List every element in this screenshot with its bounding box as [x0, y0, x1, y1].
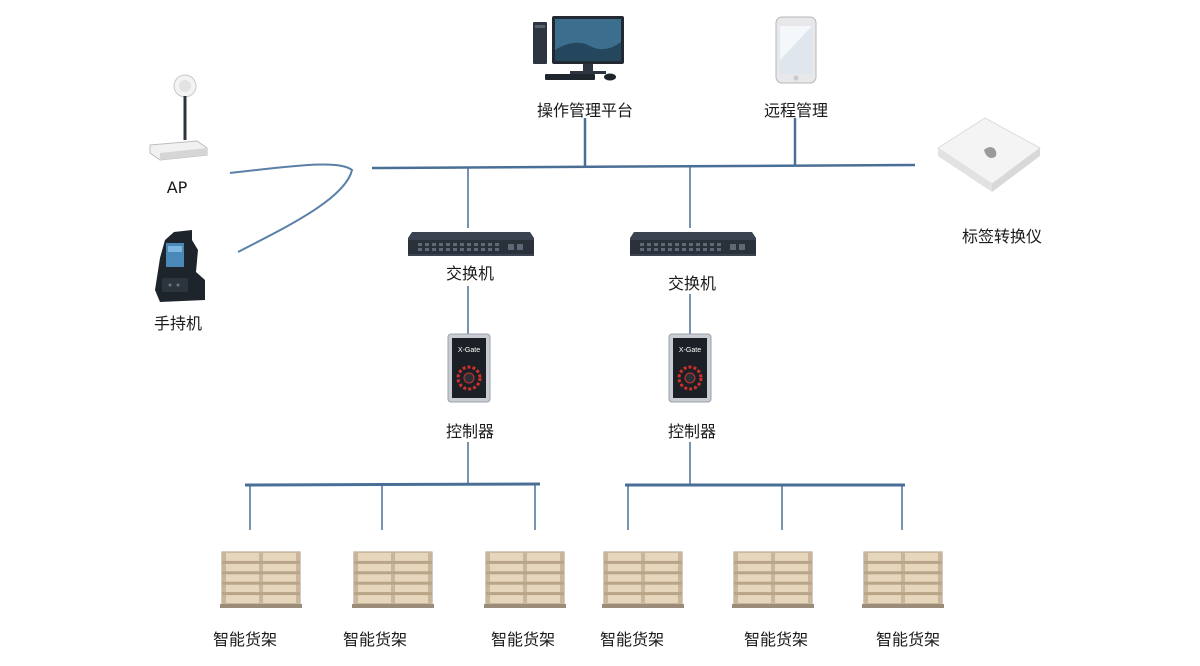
smartphone-icon — [775, 16, 817, 84]
smart-shelf-6-icon — [862, 551, 944, 608]
controller-right-label: 控制器 — [667, 422, 717, 441]
main-bus-line — [371, 163, 916, 170]
computer-icon — [533, 16, 624, 81]
remote-label: 远程管理 — [763, 101, 829, 120]
network-switch-right-icon — [630, 232, 756, 256]
switch-left-label: 交换机 — [445, 264, 495, 283]
network-switch-left-icon — [408, 232, 534, 256]
shelf-label-6: 智能货架 — [875, 630, 941, 649]
handheld-terminal-icon — [155, 230, 205, 302]
shelf-label-1: 智能货架 — [212, 630, 278, 649]
tag-converter-icon — [937, 117, 1041, 192]
smart-shelf-1-icon — [220, 551, 302, 608]
shelf-label-4: 智能货架 — [599, 630, 665, 649]
platform-label: 操作管理平台 — [536, 101, 634, 120]
shelf-label-5: 智能货架 — [743, 630, 809, 649]
handheld-label: 手持机 — [153, 314, 203, 333]
smart-shelves-group — [220, 551, 944, 608]
svg-text:X-Gate: X-Gate — [679, 347, 701, 354]
smart-shelf-3-icon — [484, 551, 566, 608]
smart-shelf-4-icon — [602, 551, 684, 608]
connection-lines — [244, 118, 916, 530]
wireless-link-curve — [229, 163, 354, 253]
svg-text:X-Gate: X-Gate — [458, 347, 480, 354]
wireless-ap-icon — [149, 74, 208, 161]
shelf-bus-left — [244, 482, 541, 487]
ap-label: AP — [166, 178, 188, 197]
controller-right-icon: X-Gate — [668, 333, 712, 403]
smart-shelf-5-icon — [732, 551, 814, 608]
tag-converter-label: 标签转换仪 — [961, 227, 1043, 246]
controller-left-label: 控制器 — [445, 422, 495, 441]
shelf-label-3: 智能货架 — [490, 630, 556, 649]
switch-right-label: 交换机 — [667, 274, 717, 293]
controller-left-icon: X-Gate — [447, 333, 491, 403]
smart-shelf-2-icon — [352, 551, 434, 608]
shelf-label-2: 智能货架 — [342, 630, 408, 649]
